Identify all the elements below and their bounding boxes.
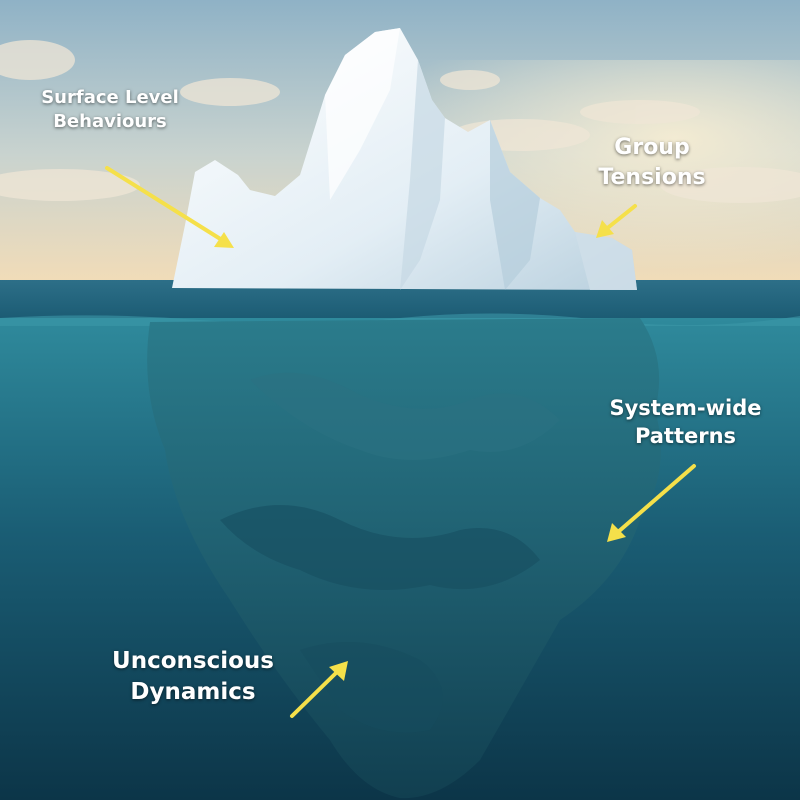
arrow-group (596, 204, 637, 238)
label-surface-line1: Surface Level (41, 87, 179, 108)
arrow-surface (105, 166, 234, 248)
label-group-line2: Tensions (598, 164, 706, 190)
label-group-line1: Group (614, 135, 690, 160)
label-system-wide-patterns: System-wide Patterns (598, 394, 773, 451)
label-unconscious-dynamics: Unconscious Dynamics (88, 646, 298, 708)
label-group-tensions: Group Tensions (592, 133, 712, 192)
arrow-unconscious (290, 661, 348, 718)
label-system-line2: Patterns (634, 424, 737, 449)
label-unconscious-line1: Unconscious (112, 648, 274, 674)
arrow-system (607, 464, 696, 542)
arrows (105, 166, 696, 718)
label-system-line1: System-wide (609, 396, 762, 420)
clouds (0, 40, 800, 203)
label-surface-level-behaviours: Surface Level Behaviours (30, 86, 190, 135)
label-surface-line2: Behaviours (53, 111, 167, 133)
label-unconscious-line2: Dynamics (130, 679, 256, 706)
